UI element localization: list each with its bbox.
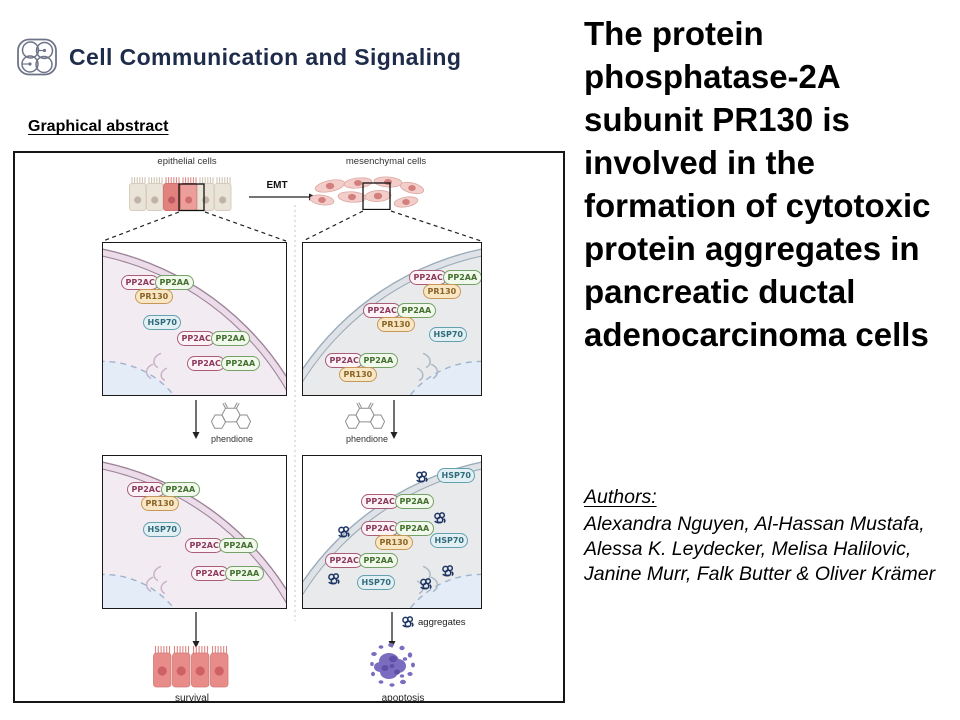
paper-title: The protein phosphatase-2A subunit PR130… (584, 15, 931, 353)
pp2ac-pill: PP2AC (325, 553, 364, 568)
author-line: Alessa K. Leydecker, Melisa Halilovic, (584, 538, 912, 560)
pp2ac-pill: PP2AC (121, 275, 160, 290)
apoptosis-illustration (370, 643, 415, 687)
pp2ac-pill: PP2AC (177, 331, 216, 346)
aggregates-legend-label: aggregates (418, 617, 466, 628)
pp2aa-pill: PP2AA (359, 553, 398, 568)
protein-aggregate-icon (337, 525, 351, 539)
protein-aggregate-icon (441, 564, 455, 578)
mesenchymal-cells-label: mesenchymal cells (345, 156, 427, 167)
pp2aa-pill: PP2AA (395, 494, 434, 509)
pp2aa-pill: PP2AA (219, 538, 258, 553)
pp2aa-pill: PP2AA (443, 270, 481, 285)
aggregates-legend-icon (401, 615, 415, 629)
paper-info-column: The protein phosphatase-2A subunit PR130… (584, 12, 958, 712)
pp2aa-pill: PP2AA (359, 353, 398, 368)
journal-header: Cell Communication and Signaling (16, 36, 461, 78)
journal-name: Cell Communication and Signaling (69, 43, 462, 70)
pp2ac-pill: PP2AC (185, 538, 224, 553)
pp2aa-pill: PP2AA (211, 331, 250, 346)
pp2aa-pill: PP2AA (225, 566, 264, 581)
phendione-structure-right (345, 402, 385, 429)
author-line: Alexandra Nguyen, Al-Hassan Mustafa, (584, 513, 925, 535)
pp2ac-pill: PP2AC (187, 356, 226, 371)
pp2aa-pill: PP2AA (155, 275, 194, 290)
pr130-pill: PR130 (141, 496, 179, 511)
pp2aa-pill: PP2AA (397, 303, 436, 318)
epithelial-cells-label: epithelial cells (157, 156, 217, 167)
epithelial-cells-illustration (129, 177, 232, 212)
pp2ac-pill: PP2AC (127, 482, 166, 497)
pp2aa-pill: PP2AA (221, 356, 260, 371)
pp2aa-pill: PP2AA (395, 521, 434, 536)
protein-aggregate-icon (327, 572, 341, 586)
pp2ac-pill: PP2AC (191, 566, 230, 581)
protein-aggregate-icon (419, 577, 433, 591)
mesenchymal-zoom-box (362, 182, 391, 210)
survival-cells-illustration (153, 646, 229, 688)
hsp70-pill: HSP70 (437, 468, 476, 483)
pr130-pill: PR130 (339, 367, 377, 382)
zoom-callout-lines (102, 205, 482, 621)
phendione-structure-left (211, 402, 251, 429)
protein-aggregate-icon (415, 470, 429, 484)
hsp70-pill: HSP70 (430, 533, 469, 548)
pp2ac-pill: PP2AC (361, 494, 400, 509)
pp2ac-pill: PP2AC (325, 353, 364, 368)
mesenchymal-cells-illustration (309, 176, 425, 210)
phendione-label-right: phendione (345, 434, 389, 444)
pr130-pill: PR130 (423, 284, 461, 299)
hsp70-pill: HSP70 (357, 575, 396, 590)
protein-aggregate-icon (433, 511, 447, 525)
pr130-pill: PR130 (375, 535, 413, 550)
phendione-label-left: phendione (210, 434, 254, 444)
graphical-abstract-heading: Graphical abstract (28, 118, 169, 135)
journal-logo-icon (17, 38, 57, 76)
survival-label: survival (175, 693, 209, 704)
pp2ac-pill: PP2AC (363, 303, 402, 318)
pp2ac-pill: PP2AC (361, 521, 400, 536)
author-line: Janine Murr, Falk Butter & Oliver Krämer (584, 563, 936, 585)
hsp70-pill: HSP70 (143, 315, 182, 330)
graphical-abstract-figure: epithelial cells mesenchymal cells (13, 151, 565, 704)
apoptosis-label: apoptosis (381, 693, 425, 704)
authors-block: Authors: Alexandra Nguyen, Al-Hassan Mus… (584, 486, 935, 587)
pr130-pill: PR130 (135, 289, 173, 304)
hsp70-pill: HSP70 (429, 327, 468, 342)
hsp70-pill: HSP70 (143, 522, 182, 537)
treatment-arrow-left (192, 400, 200, 439)
pp2ac-pill: PP2AC (409, 270, 448, 285)
emt-label: EMT (266, 180, 288, 191)
authors-label: Authors: (584, 486, 657, 508)
treatment-arrow-right (390, 400, 398, 439)
epithelial-zoom-box (178, 183, 205, 212)
outcome-arrow-left (192, 612, 200, 648)
pp2aa-pill: PP2AA (161, 482, 200, 497)
pr130-pill: PR130 (377, 317, 415, 332)
